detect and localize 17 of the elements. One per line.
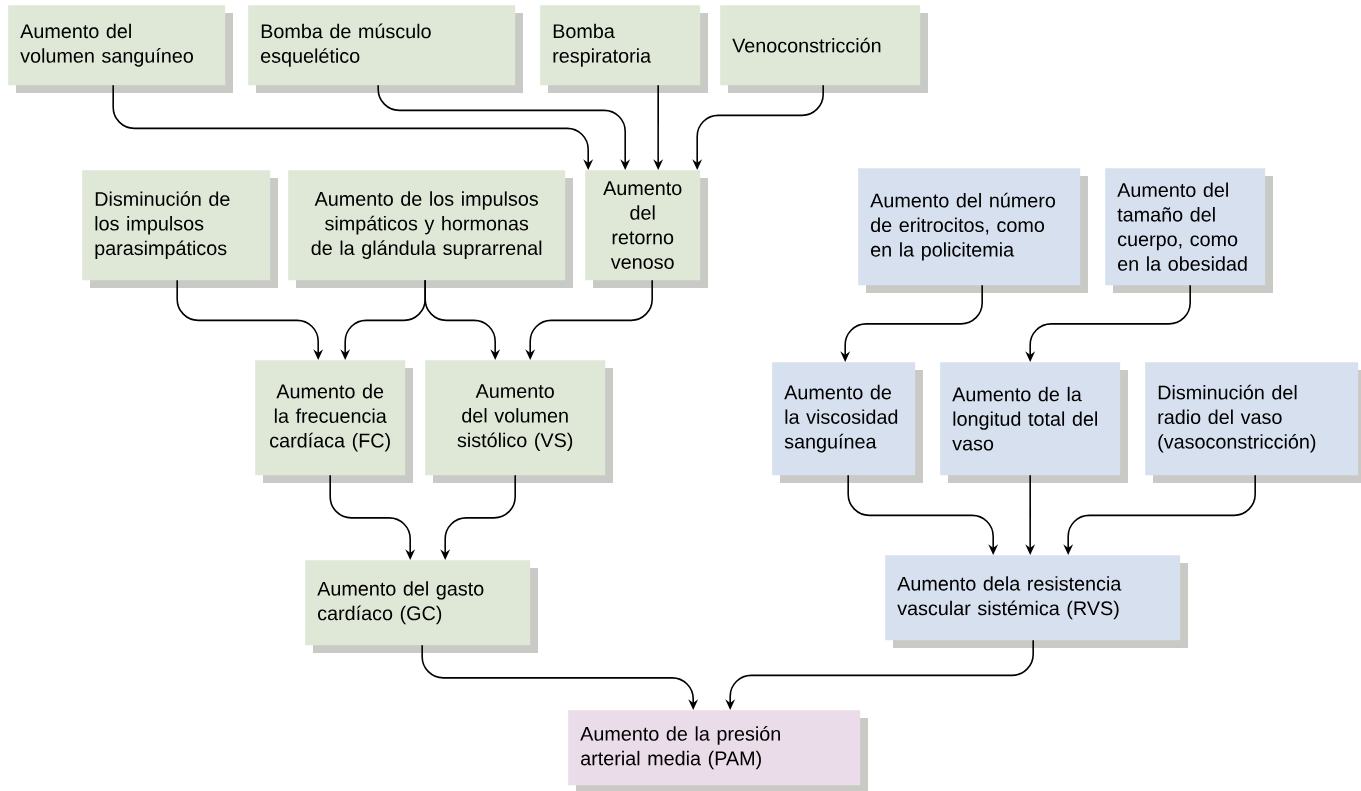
process-box: Aumento del tamaño del cuerpo, como en la obesidad (1105, 168, 1273, 293)
process-box: Aumento de la viscosidad sanguínea (772, 362, 923, 483)
process-box: Aumento de la presión arterial media (PAM) (568, 710, 868, 791)
process-box: Bomba respiratoria (540, 5, 708, 93)
process-box: Bomba de músculo esquelético (248, 5, 523, 93)
process-box: Aumento de la frecuencia cardíaca (FC) (255, 360, 413, 483)
process-box: Aumento de la longitud total del vaso (940, 362, 1128, 483)
process-box: Aumento dela resistencia vascular sistémica (RVS) (885, 555, 1188, 648)
process-box: Aumento del volumen sistólico (VS) (425, 360, 613, 483)
process-box: Disminución del radio del vaso (vasoconstricción) (1145, 362, 1361, 483)
process-box: Disminución de los impulsos parasimpáticos (82, 170, 278, 288)
process-box: Aumento del volumen sanguíneo (8, 5, 233, 93)
process-box: Aumento del retorno venoso (585, 170, 708, 288)
process-box: Aumento del gasto cardíaco (GC) (305, 560, 538, 653)
process-box: Venoconstricción (720, 5, 928, 93)
process-box: Aumento del número de eritrocitos, como en la policitemia (858, 168, 1088, 293)
process-box: Aumento de los impulsos simpáticos y hormonas de la glándula suprarrenal (288, 170, 573, 288)
